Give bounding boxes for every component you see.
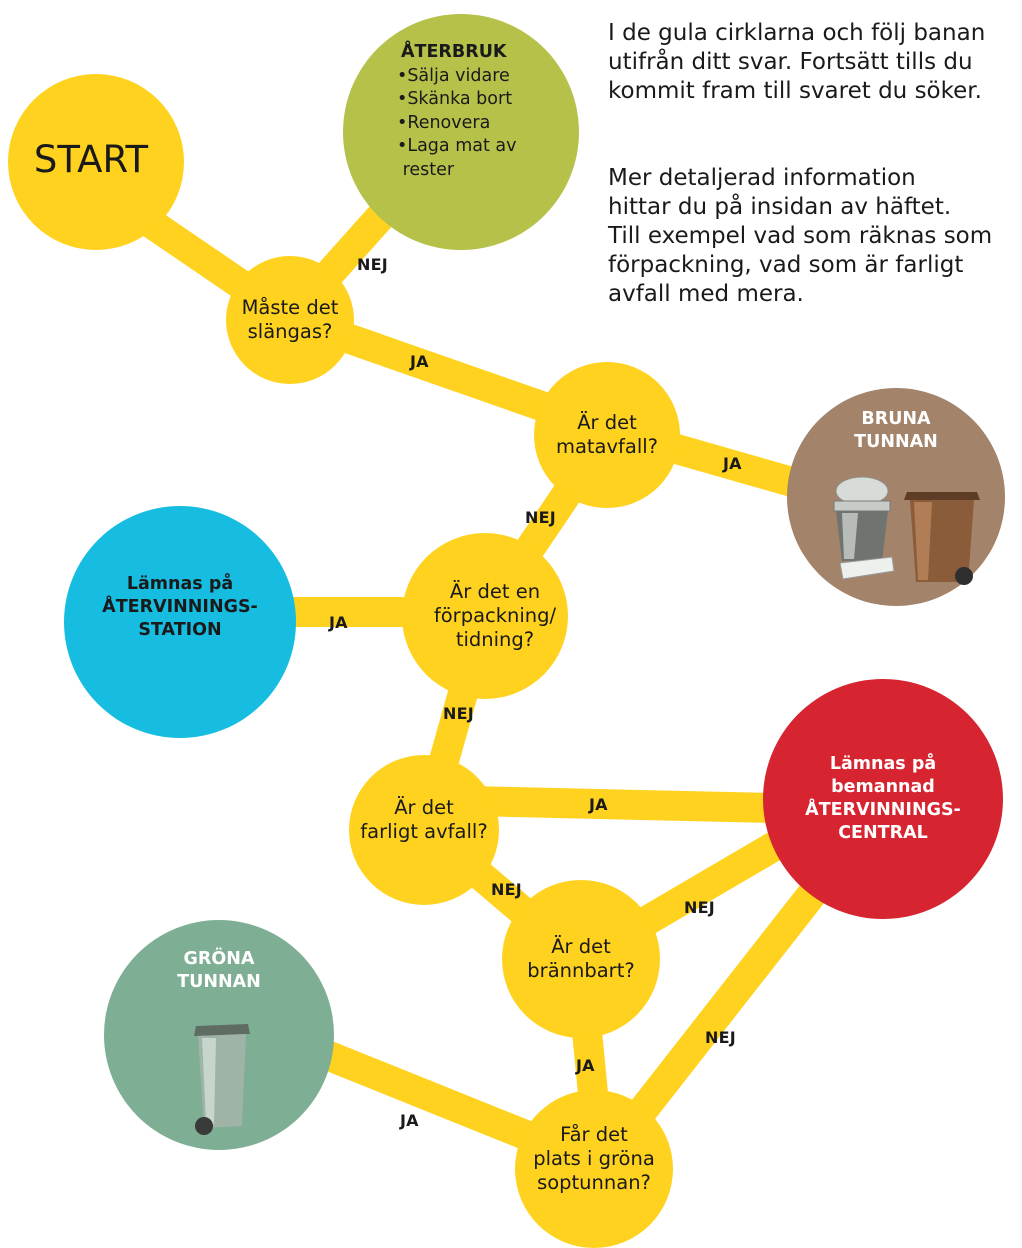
intro-paragraph-1: I de gula cirklarna och följ banan utifr… — [608, 20, 986, 104]
answer-tag: NEJ — [705, 1028, 736, 1047]
green-bin-label: GRÖNA TUNNAN — [177, 949, 261, 992]
question-text: Är det en förpackning/ tidning? — [433, 580, 557, 651]
recycling-station-label: Lämnas på ÅTERVINNINGS- STATION — [102, 573, 258, 640]
question-packaging: Är det en förpackning/ tidning? — [402, 533, 568, 699]
reuse-item: •Skänka bort — [397, 89, 513, 109]
brown-waste-bin-icon — [904, 492, 980, 585]
recycling-station-outcome: Lämnas på ÅTERVINNINGS- STATION — [64, 506, 296, 738]
answer-tag: NEJ — [443, 704, 474, 723]
question-text: Får det plats i gröna soptunnan? — [533, 1123, 655, 1194]
question-must-discard: Måste det slängas? — [226, 256, 354, 384]
question-fits-green-bin: Får det plats i gröna soptunnan? — [515, 1090, 673, 1248]
question-food-waste: Är det matavfall? — [534, 362, 680, 508]
answer-tag: JA — [400, 1111, 419, 1130]
reuse-node: ÅTERBRUK •Sälja vidare •Skänka bort •Ren… — [343, 14, 579, 250]
question-text: Är det brännbart? — [527, 935, 635, 982]
reuse-item: •Renovera — [397, 112, 491, 133]
question-text: Måste det slängas? — [241, 296, 339, 343]
answer-tag: JA — [589, 795, 608, 814]
answer-tag: JA — [576, 1056, 595, 1075]
reuse-item: •Sälja vidare — [397, 65, 510, 86]
green-waste-bin-icon — [194, 1024, 250, 1135]
green-bin-outcome: GRÖNA TUNNAN — [104, 920, 334, 1150]
question-text: Är det farligt avfall? — [360, 796, 488, 843]
question-combustible: Är det brännbart? — [502, 880, 660, 1038]
food-waste-caddy-icon — [833, 476, 891, 561]
answer-tag: JA — [410, 352, 429, 371]
answer-tag: NEJ — [684, 898, 715, 917]
food-waste-bag-icon — [839, 556, 895, 580]
reuse-content: ÅTERBRUK •Sälja vidare •Skänka bort •Ren… — [397, 41, 516, 182]
brown-bin-outcome: BRUNA TUNNAN — [787, 388, 1005, 606]
answer-tag: JA — [723, 454, 742, 473]
reuse-list: •Sälja vidare •Skänka bort •Renovera •La… — [397, 65, 516, 183]
question-text: Är det matavfall? — [555, 411, 659, 458]
answer-tag: NEJ — [491, 880, 522, 899]
recycling-central-outcome: Lämnas på bemannad ÅTERVINNINGS- CENTRAL — [763, 679, 1003, 919]
brown-bin-label: BRUNA TUNNAN — [854, 409, 938, 452]
answer-tag: NEJ — [525, 508, 556, 527]
start-node: START — [8, 74, 184, 250]
intro-text: I de gula cirklarna och följ banan utifr… — [608, 0, 1022, 367]
reuse-title: ÅTERBRUK — [401, 42, 507, 62]
intro-paragraph-2: Mer detaljerad information hittar du på … — [608, 165, 993, 307]
reuse-item: •Laga mat av rester — [397, 136, 517, 180]
answer-tag: NEJ — [357, 255, 388, 274]
start-label: START — [33, 137, 149, 181]
recycling-central-label: Lämnas på bemannad ÅTERVINNINGS- CENTRAL — [805, 754, 961, 843]
question-hazardous: Är det farligt avfall? — [349, 755, 499, 905]
answer-tag: JA — [329, 613, 348, 632]
